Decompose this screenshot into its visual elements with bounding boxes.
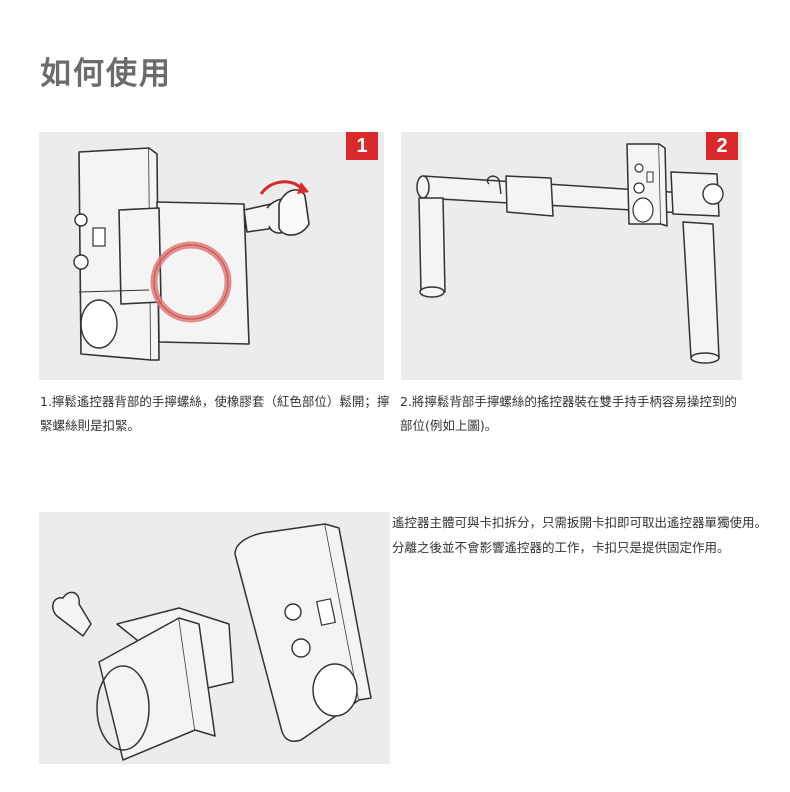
detach-illustration xyxy=(39,512,390,764)
remote-clamp-illustration xyxy=(73,147,310,361)
step-badge-1: 1 xyxy=(346,132,378,160)
step-2-illustration: 2 xyxy=(401,132,742,380)
detach-caption: 遙控器主體可與卡扣拆分，只需扳開卡扣即可取出遙控器單獨使用。分離之後並不會影響遙… xyxy=(392,515,768,555)
step-2-caption: 2.將擰鬆背部手擰螺絲的搖控器裝在雙手持手柄容易操控到的部位(例如上圖)。 xyxy=(400,394,737,433)
step-badge-2: 2 xyxy=(706,132,738,160)
dual-handle-mount-illustration xyxy=(416,143,724,364)
step-1-illustration: 1 xyxy=(39,132,384,380)
step-1-caption: 1.擰鬆遙控器背部的手擰螺絲，使橡膠套（紅色部位）鬆開；擰緊螺絲則是扣緊。 xyxy=(40,394,390,433)
page-title: 如何使用 xyxy=(40,56,172,92)
remote-detached-illustration xyxy=(52,523,372,761)
